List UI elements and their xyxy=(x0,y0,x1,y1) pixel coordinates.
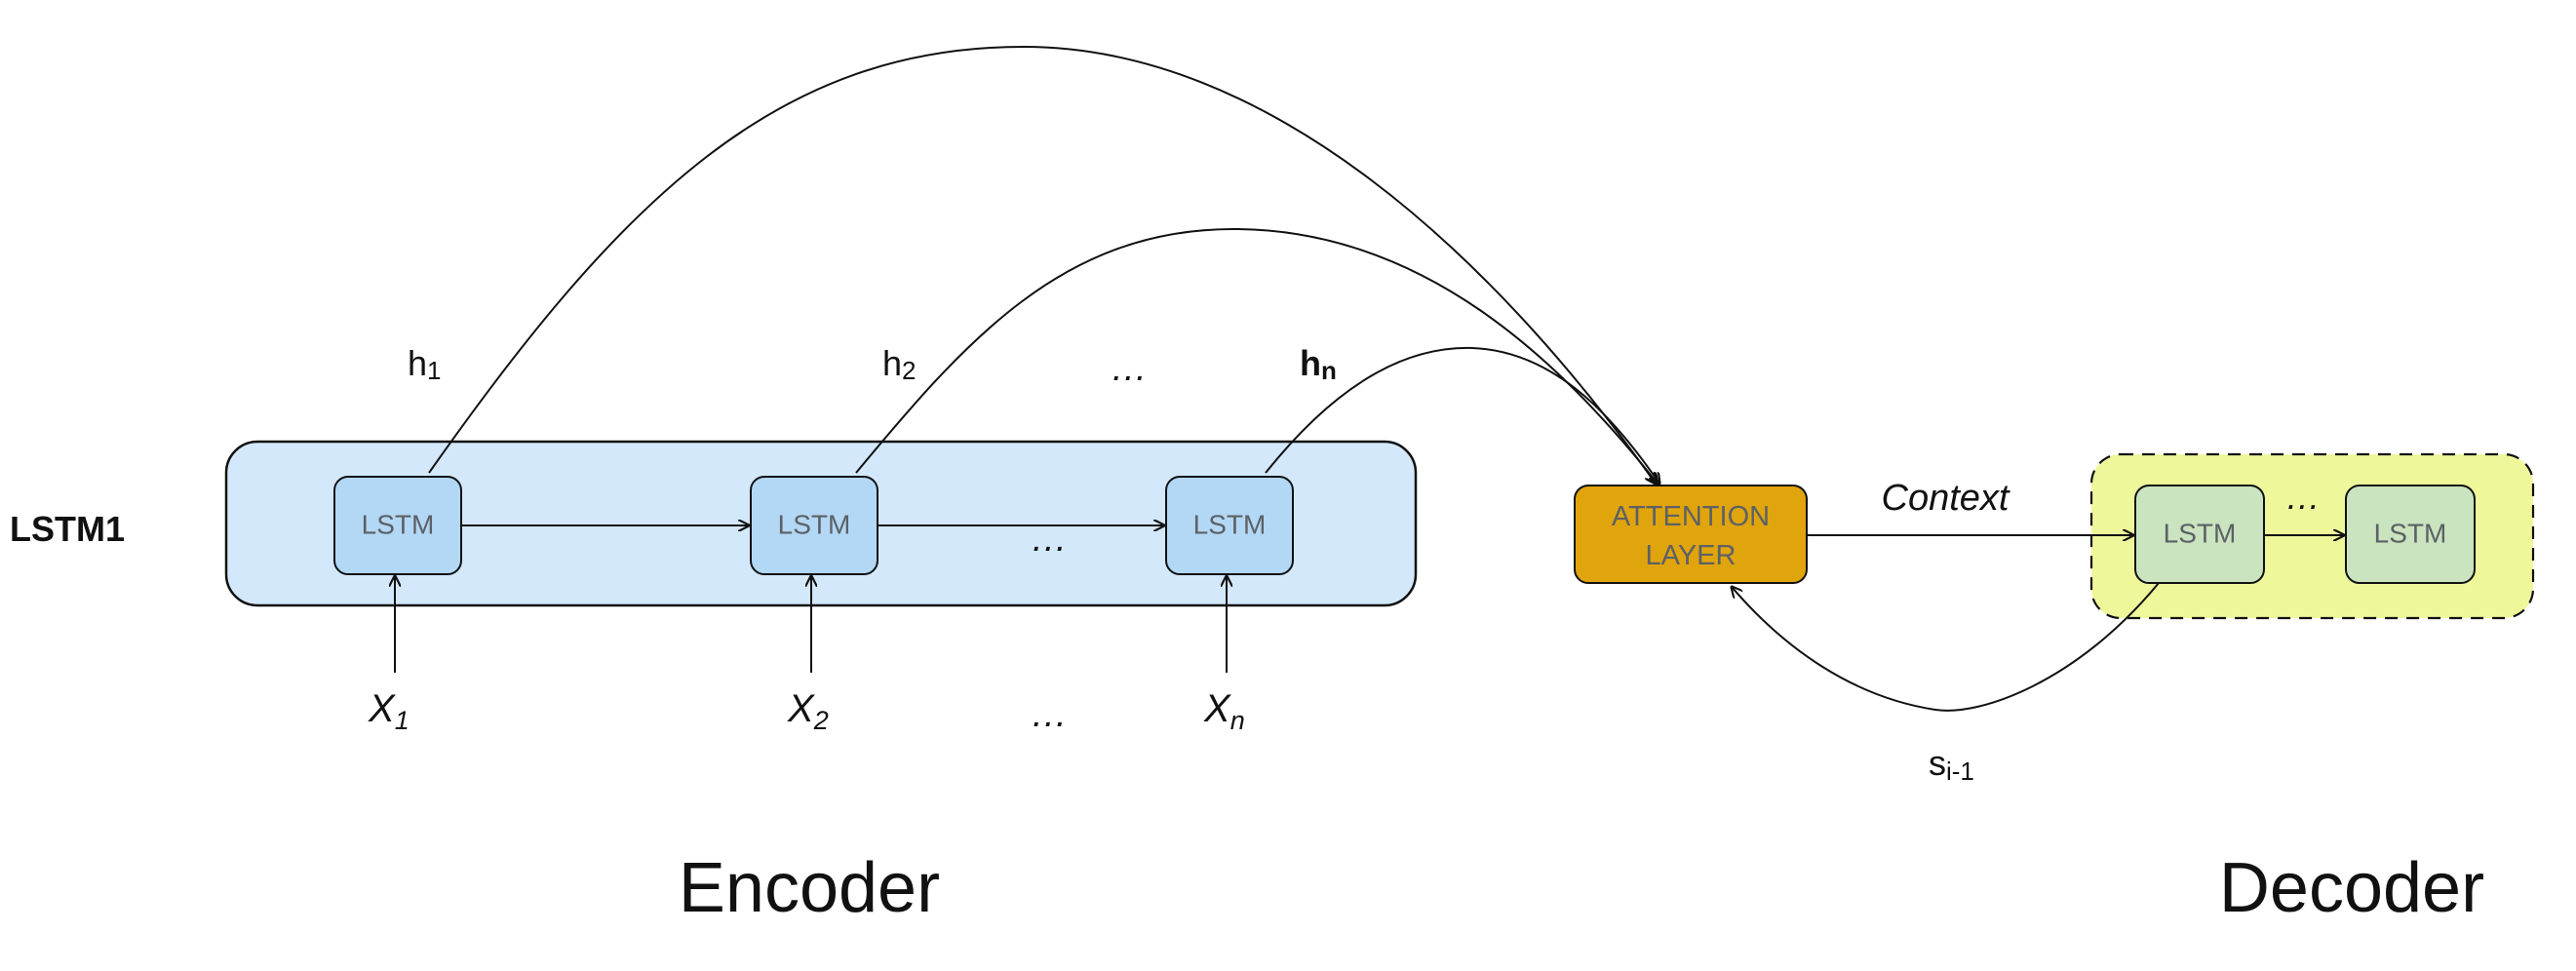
decoder-lstm-cell-2: LSTM xyxy=(2345,485,2476,584)
input-xn: Xn xyxy=(1203,687,1245,735)
attention-layer: ATTENTION LAYER xyxy=(1574,485,1808,584)
hidden-state-h2: h2 xyxy=(882,343,917,385)
context-label: Context xyxy=(1882,478,2010,519)
input-x2: X2 xyxy=(787,687,829,735)
encoder-lstm-label-1: LSTM xyxy=(362,509,435,539)
decoder-title: Decoder xyxy=(2219,849,2484,927)
decoder-lstm-label-2: LSTM xyxy=(2374,518,2447,548)
decoder-lstm-cell-1: LSTM xyxy=(2134,485,2265,584)
row-label: LSTM1 xyxy=(10,509,125,549)
encoder-lstm-cell-2: LSTM xyxy=(750,476,878,575)
decoder-ellipsis: … xyxy=(2285,477,2321,517)
encoder-lstm-cell-1: LSTM xyxy=(333,476,462,575)
hn-to-attention-curve xyxy=(1265,346,1659,484)
encoder-cells-ellipsis: … xyxy=(1031,519,1068,560)
feedback-label: si-1 xyxy=(1929,743,1974,786)
encoder-title: Encoder xyxy=(679,849,940,927)
input-ellipsis: … xyxy=(1031,694,1068,735)
encoder-lstm-label-n: LSTM xyxy=(1193,509,1267,539)
attention-label-line2: LAYER xyxy=(1646,540,1737,571)
encoder-lstm-label-2: LSTM xyxy=(778,509,851,539)
hidden-state-h1: h1 xyxy=(408,343,442,385)
hidden-state-ellipsis: … xyxy=(1111,348,1148,389)
h1-to-attention-curve xyxy=(428,45,1656,484)
encoder-lstm-cell-n: LSTM xyxy=(1165,476,1294,575)
input-x1: X1 xyxy=(368,687,410,735)
feedback-curve xyxy=(1732,582,2160,712)
hidden-state-hn: hn xyxy=(1300,343,1337,385)
decoder-lstm-label-1: LSTM xyxy=(2164,518,2237,548)
attention-label-line1: ATTENTION xyxy=(1612,501,1770,532)
h2-to-attention-curve xyxy=(855,227,1658,484)
